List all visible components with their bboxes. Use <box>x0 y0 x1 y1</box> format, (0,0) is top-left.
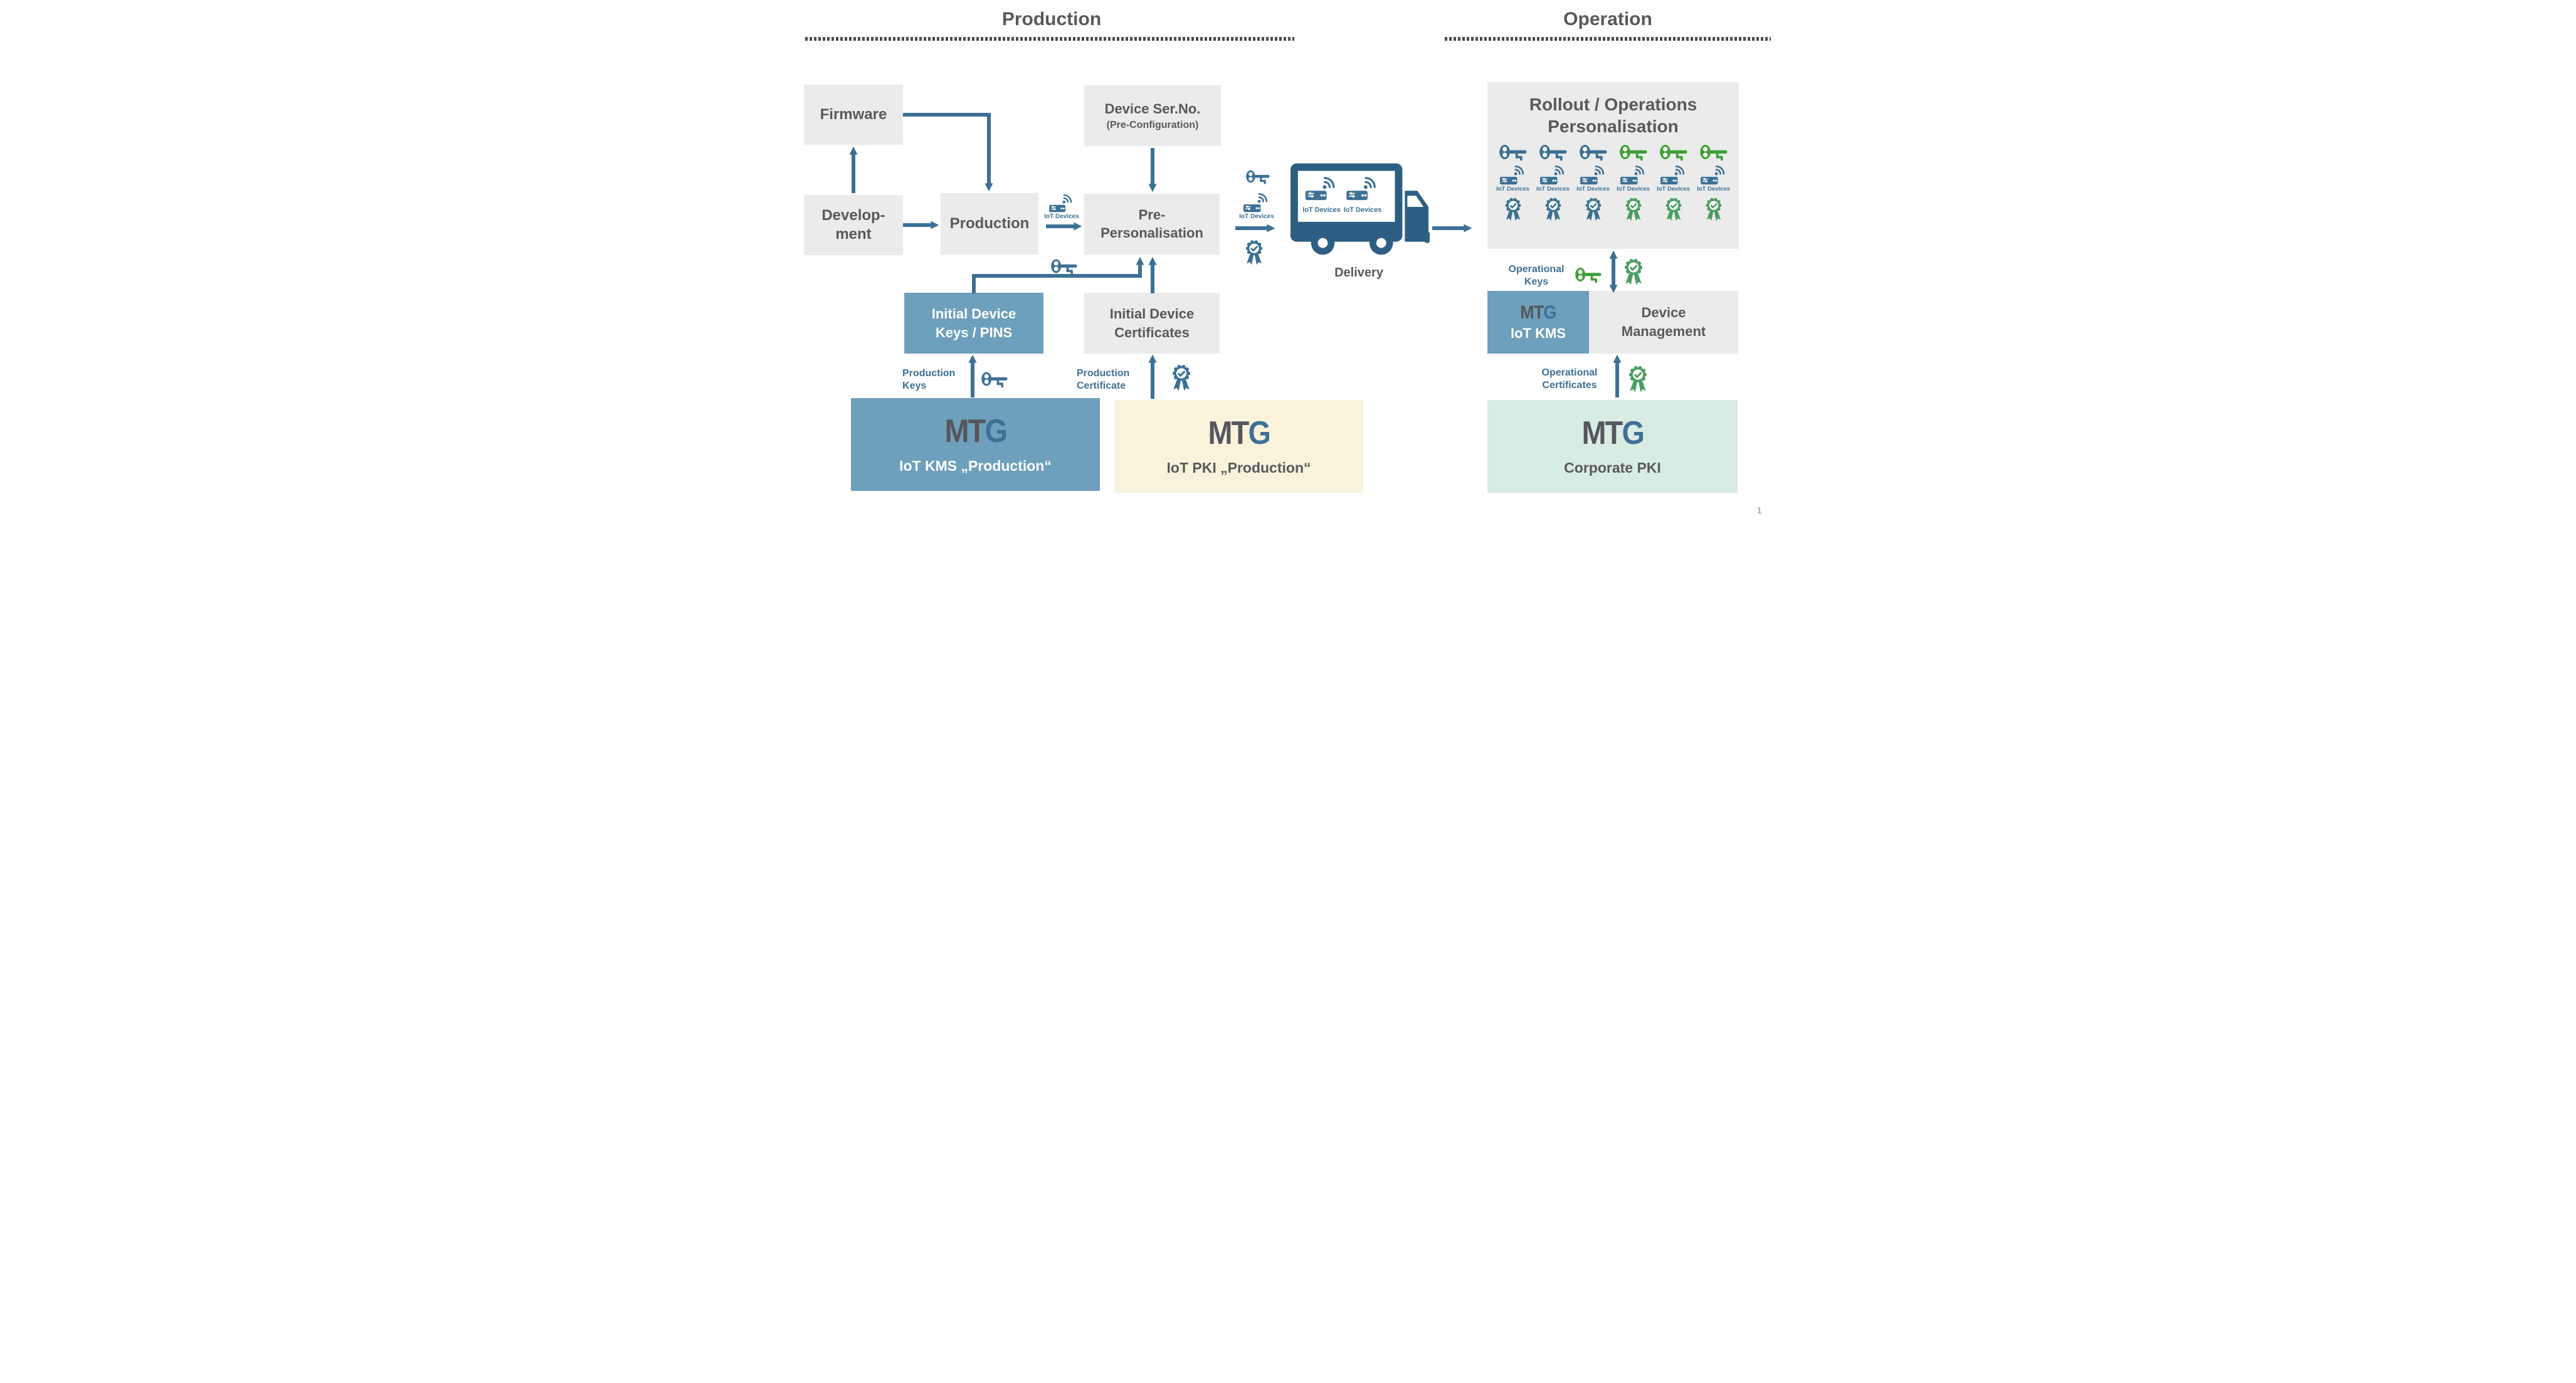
iot-device-icon <box>1539 164 1567 185</box>
iot-devices-label: IoT Devices <box>1697 186 1730 192</box>
certificate-icon <box>1504 197 1523 224</box>
mtg-iot-kms-production-subtitle: IoT KMS „Production“ <box>899 457 1052 474</box>
iot-devices-label: IoT Devices <box>1044 213 1079 220</box>
initial-device-keys-box: Initial Device Keys / PINS <box>904 293 1043 354</box>
production-keys-label: Production Keys <box>902 368 956 391</box>
rollout-column: IoT Devices <box>1575 144 1612 224</box>
production-box: Production <box>941 193 1038 255</box>
certificate-icon <box>1664 197 1683 224</box>
key-icon <box>1580 144 1607 160</box>
device-serno-box: Device Ser.No. (Pre-Configuration) <box>1084 85 1221 146</box>
certificate-icon <box>1704 197 1723 224</box>
delivery-truck-icon: IoT Devices IoT Devices <box>1290 163 1430 255</box>
mtg-corporate-pki-box: MTG Corporate PKI <box>1487 400 1738 493</box>
iot-device: IoT Devices <box>1697 164 1730 195</box>
development-box: Develop- ment <box>804 195 903 255</box>
operation-divider <box>1445 37 1771 41</box>
key-icon <box>1700 144 1728 160</box>
pre-personalisation-box: Pre- Personalisation <box>1084 194 1220 255</box>
iot-devices-label: IoT Devices <box>1536 186 1570 192</box>
key-icon <box>1499 144 1527 160</box>
production-keys-key-icon <box>981 371 1008 387</box>
production-section-title: Production <box>1001 9 1102 29</box>
operational-certificate-icon-top <box>1623 258 1644 288</box>
rollout-icon-grid: IoT Devices IoT Devices IoT Devices IoT … <box>1495 144 1732 224</box>
iot-devices-icon <box>1048 192 1075 213</box>
production-divider <box>805 37 1294 41</box>
iot-devices-label: IoT Devices <box>1617 186 1650 192</box>
key-icon <box>1051 258 1077 275</box>
truck-iot-devices-label-2: IoT Devices <box>1344 206 1382 214</box>
operation-section-title: Operation <box>1563 9 1652 29</box>
mtg-iot-pki-production-box: MTG IoT PKI „Production“ <box>1114 400 1363 493</box>
mtg-logo: MTG <box>1208 414 1270 451</box>
iot-device: IoT Devices <box>1576 164 1610 195</box>
firmware-box: Firmware <box>804 85 903 145</box>
iot-device-icon <box>1700 164 1728 185</box>
key-icon <box>1620 144 1647 160</box>
mtg-logo: MTG <box>944 413 1007 450</box>
iot-device: IoT Devices <box>1657 164 1690 195</box>
rollout-column: IoT Devices <box>1696 144 1732 224</box>
iot-device: IoT Devices <box>1536 164 1570 195</box>
rollout-column: IoT Devices <box>1655 144 1692 224</box>
delivery-iot-devices-icon <box>1242 191 1271 213</box>
mtg-iot-kms-box: MTG IoT KMS <box>1487 291 1589 354</box>
iot-device-icon <box>1620 164 1647 185</box>
iot-device: IoT Devices <box>1496 164 1529 195</box>
mtg-logo: MTG <box>1581 414 1644 451</box>
rollout-operations-box: Rollout / Operations Personalisation IoT… <box>1487 82 1739 249</box>
operational-certificates-label: Operational Certificates <box>1541 367 1598 391</box>
certificate-icon <box>1544 197 1563 224</box>
mtg-iot-kms-production-box: MTG IoT KMS „Production“ <box>851 398 1100 491</box>
iot-device-icon <box>1499 164 1527 185</box>
delivery-key-icon <box>1246 169 1270 184</box>
slide-canvas: Production Operation Firmware Develop- m… <box>804 0 1772 520</box>
production-certificate-icon <box>1171 364 1192 394</box>
iot-device-icon <box>1580 164 1607 185</box>
mtg-iot-pki-production-subtitle: IoT PKI „Production“ <box>1166 459 1311 476</box>
truck-iot-devices-label-1: IoT Devices <box>1302 206 1341 214</box>
key-icon <box>1539 144 1567 160</box>
key-icon <box>1660 144 1687 160</box>
iot-device-icon <box>1660 164 1687 185</box>
arrow-firmware-to-production <box>903 113 993 192</box>
rollout-column: IoT Devices <box>1535 144 1571 224</box>
mtg-iot-kms-subtitle: IoT KMS <box>1511 325 1566 341</box>
production-certificate-label: Production Certificate <box>1077 368 1130 391</box>
rollout-title: Rollout / Operations Personalisation <box>1529 95 1697 136</box>
iot-device: IoT Devices <box>1617 164 1650 195</box>
certificate-icon <box>1624 197 1643 224</box>
delivery-label: Delivery <box>1334 266 1383 280</box>
device-management-box: Device Management <box>1589 291 1738 354</box>
operational-key-icon <box>1575 266 1602 283</box>
delivery-iot-devices-label: IoT Devices <box>1239 213 1274 220</box>
certificate-icon <box>1584 197 1603 224</box>
mtg-corporate-pki-subtitle: Corporate PKI <box>1564 459 1661 476</box>
iot-devices-label: IoT Devices <box>1657 186 1690 192</box>
iot-devices-label: IoT Devices <box>1576 186 1610 192</box>
page-number: 1 <box>1756 505 1762 516</box>
rollout-column: IoT Devices <box>1615 144 1652 224</box>
initial-device-certificates-box: Initial Device Certificates <box>1084 293 1220 354</box>
iot-devices-label: IoT Devices <box>1496 186 1529 192</box>
operational-certificate-icon-bottom <box>1627 365 1649 396</box>
rollout-column: IoT Devices <box>1495 144 1531 224</box>
mtg-logo: MTG <box>1520 302 1556 323</box>
delivery-certificate-icon <box>1244 239 1264 268</box>
operational-keys-label: Operational Keys <box>1508 264 1565 287</box>
